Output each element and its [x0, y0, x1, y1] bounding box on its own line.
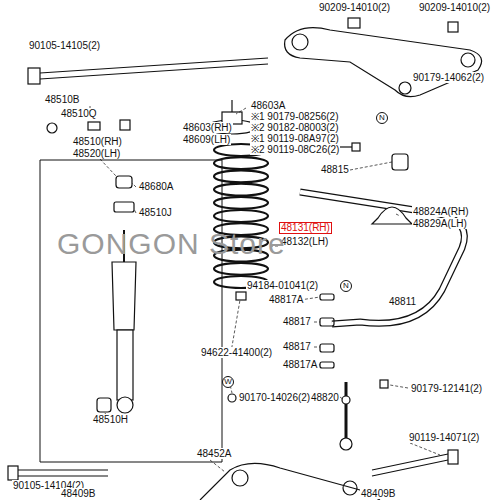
- part-number: 90209-14010(2): [318, 2, 391, 13]
- part-number: ※1 90179-08256(2): [250, 111, 340, 122]
- upper-arm: [285, 28, 482, 97]
- lower-arm: [200, 463, 380, 500]
- part-number: 94622-41400(2): [200, 347, 273, 358]
- coil-spring: [214, 144, 268, 288]
- part-number: 48680A: [138, 181, 174, 192]
- part-number: 90119-14071(2): [408, 432, 480, 443]
- part-number: 48510H: [92, 414, 129, 425]
- spring-coil: [214, 170, 268, 182]
- lower-bolt: [372, 454, 448, 476]
- lower-shock-bolt: [18, 470, 108, 476]
- part-number: 48452A: [196, 448, 232, 459]
- spring-coil: [214, 197, 268, 209]
- part-number: 90179-14062(2): [412, 72, 485, 83]
- bushing-bracket: [372, 207, 412, 224]
- part-number: 90170-14026(2): [238, 392, 311, 403]
- part-number: 48520(LH): [72, 148, 121, 159]
- part-number: 48817A: [268, 294, 304, 305]
- spring-coil: [214, 210, 268, 222]
- part-number: 90209-14010(2): [418, 2, 491, 13]
- part-number: 48824A(RH): [412, 206, 470, 217]
- spring-coil: [214, 263, 268, 275]
- group-bracket: [40, 160, 222, 462]
- symbol-letter: N: [340, 280, 352, 292]
- spring-coil: [214, 157, 268, 169]
- part-number: 48817: [282, 316, 312, 327]
- part-number: 90105-14105(2): [28, 40, 101, 51]
- part-number: 48609(LH): [182, 134, 231, 145]
- part-number: 48409B: [360, 488, 396, 499]
- stabilizer-bushing: [392, 154, 408, 170]
- watermark: GONGON Store: [56, 228, 287, 260]
- part-number: 48132(LH): [280, 236, 329, 247]
- part-number: 48603A: [250, 100, 286, 111]
- part-number: ※2 90119-08C26(2): [250, 144, 340, 155]
- symbol-letter: W: [222, 376, 234, 388]
- part-number: 48817A: [282, 359, 318, 370]
- part-number: 48510Q: [60, 108, 98, 119]
- part-number: 48510(RH): [72, 136, 123, 147]
- part-number: 90179-12141(2): [410, 383, 483, 394]
- part-number: 48811: [388, 296, 417, 307]
- part-number: 48510J: [138, 207, 173, 218]
- stabilizer-link: [340, 382, 352, 450]
- part-number: 48829A(LH): [412, 218, 468, 229]
- part-number: ※1 90119-08A97(2): [250, 133, 340, 144]
- bolt-head: [348, 18, 360, 28]
- part-number: 48409B: [60, 488, 96, 499]
- part-number: 48820: [310, 392, 340, 403]
- part-number: 48131(RH): [279, 222, 332, 234]
- symbol-letter: N: [376, 112, 388, 124]
- part-number: 48815: [320, 164, 350, 175]
- part-number: 48817: [282, 341, 312, 352]
- long-bolt: [40, 58, 268, 79]
- part-number: 48510B: [44, 94, 80, 105]
- spring-coil: [214, 184, 268, 196]
- part-number: ※2 90182-08003(2): [250, 122, 340, 133]
- shock-absorber: [97, 120, 136, 413]
- part-number: 94184-01041(2): [246, 280, 319, 291]
- leader-lines: [90, 106, 440, 472]
- part-number: 48603(RH): [182, 122, 233, 133]
